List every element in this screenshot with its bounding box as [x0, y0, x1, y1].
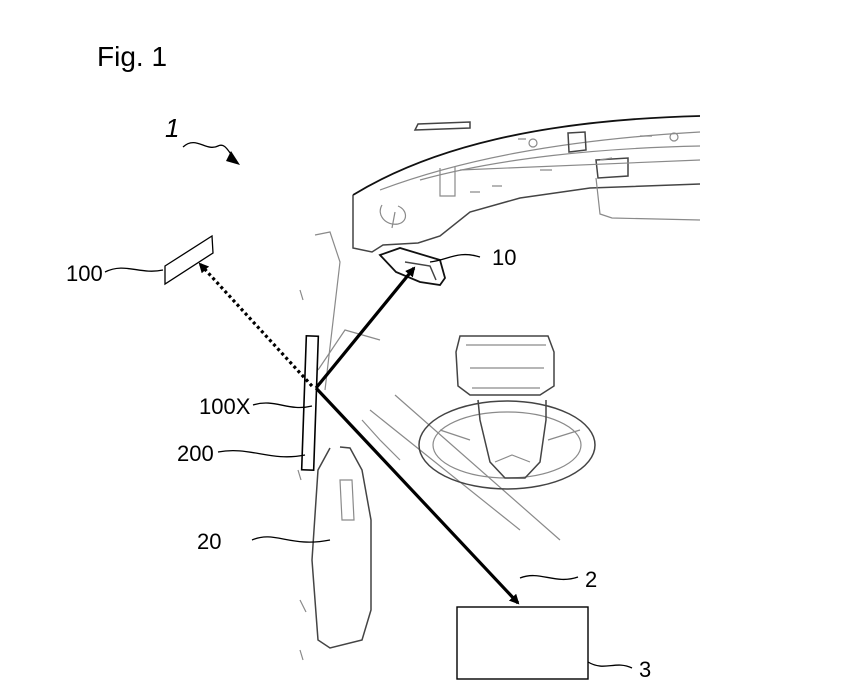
- receiver-3: [456, 606, 589, 680]
- leader-pillar: [251, 536, 331, 543]
- figure-title: Fig. 1: [97, 41, 167, 72]
- emitter-10: [378, 247, 446, 286]
- label-beam: 2: [585, 567, 597, 592]
- label-emitter: 10: [492, 245, 516, 270]
- label-mirror-point: 100X: [199, 394, 251, 419]
- leader-reflector: [217, 450, 306, 458]
- leader-target: [104, 267, 164, 273]
- ray-virtual-dotted: [198, 262, 314, 388]
- virtual-image-100: [164, 234, 214, 286]
- leader-vehicle-arrowhead: [226, 151, 240, 165]
- a-pillar-20: [297, 231, 561, 661]
- ray-to-receiver: [314, 386, 520, 605]
- label-reflector: 200: [177, 441, 214, 466]
- label-target-100: 100: [66, 261, 103, 286]
- steering-wheel: [418, 335, 596, 490]
- ray-incident: [314, 266, 416, 390]
- label-pillar: 20: [197, 529, 221, 554]
- leader-emitter: [429, 253, 481, 263]
- reflector-200: [300, 335, 320, 471]
- dashboard-frame: [352, 115, 701, 253]
- leader-receiver: [587, 661, 633, 669]
- label-vehicle: 1: [165, 113, 179, 143]
- leader-mirror-point: [252, 402, 313, 409]
- label-receiver: 3: [639, 657, 651, 682]
- leader-beam: [519, 574, 579, 581]
